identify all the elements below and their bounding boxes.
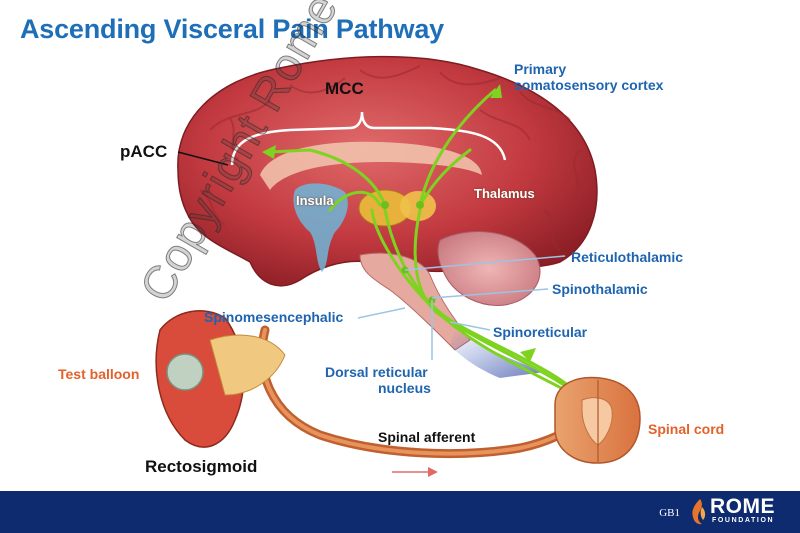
mesentery xyxy=(209,334,286,396)
label-insula: Insula xyxy=(296,193,334,208)
logo-word: ROME xyxy=(710,495,775,518)
logo-subtitle: FOUNDATION xyxy=(712,517,775,524)
label-spinoreticular: Spinoreticular xyxy=(493,324,588,340)
label-thalamus: Thalamus xyxy=(474,186,535,201)
footer-bar: GB1 ROME FOUNDATION xyxy=(0,491,800,533)
label-mcc: MCC xyxy=(325,79,364,98)
label-spinal-afferent: Spinal afferent xyxy=(378,429,476,445)
label-spinal-cord: Spinal cord xyxy=(648,421,725,437)
corpus-callosum xyxy=(260,141,482,190)
label-primary-line2: somatosensory cortex xyxy=(514,77,664,93)
label-dorsal-line2: nucleus xyxy=(378,380,431,396)
label-test-balloon: Test balloon xyxy=(58,366,140,382)
label-pacc: pACC xyxy=(120,142,168,161)
cerebellum xyxy=(437,231,541,306)
label-rectosigmoid: Rectosigmoid xyxy=(145,457,258,476)
pathway-arrowheads xyxy=(262,84,536,362)
slide-code: GB1 xyxy=(659,507,680,519)
label-primary-line1: Primary xyxy=(514,61,567,77)
test-balloon-shape xyxy=(166,353,204,391)
spinal-afferent-core xyxy=(260,328,587,456)
flame-icon xyxy=(692,499,706,525)
afferent-direction-arrowhead xyxy=(428,467,438,477)
gyri-texture xyxy=(199,65,581,251)
rome-foundation-logo: ROME FOUNDATION xyxy=(688,495,784,529)
mcc-bracket xyxy=(230,111,507,166)
label-dorsal-line1: Dorsal reticular xyxy=(325,364,428,380)
label-leaders xyxy=(357,255,566,360)
label-spinothalamic: Spinothalamic xyxy=(552,281,648,297)
pacc-leader xyxy=(177,151,229,166)
pathway-lines xyxy=(268,88,592,407)
page-title: Ascending Visceral Pain Pathway xyxy=(20,14,444,44)
spinal-cord-section xyxy=(554,376,641,464)
label-spinomesencephalic: Spinomesencephalic xyxy=(204,309,344,325)
label-reticulothalamic: Reticulothalamic xyxy=(571,249,684,265)
